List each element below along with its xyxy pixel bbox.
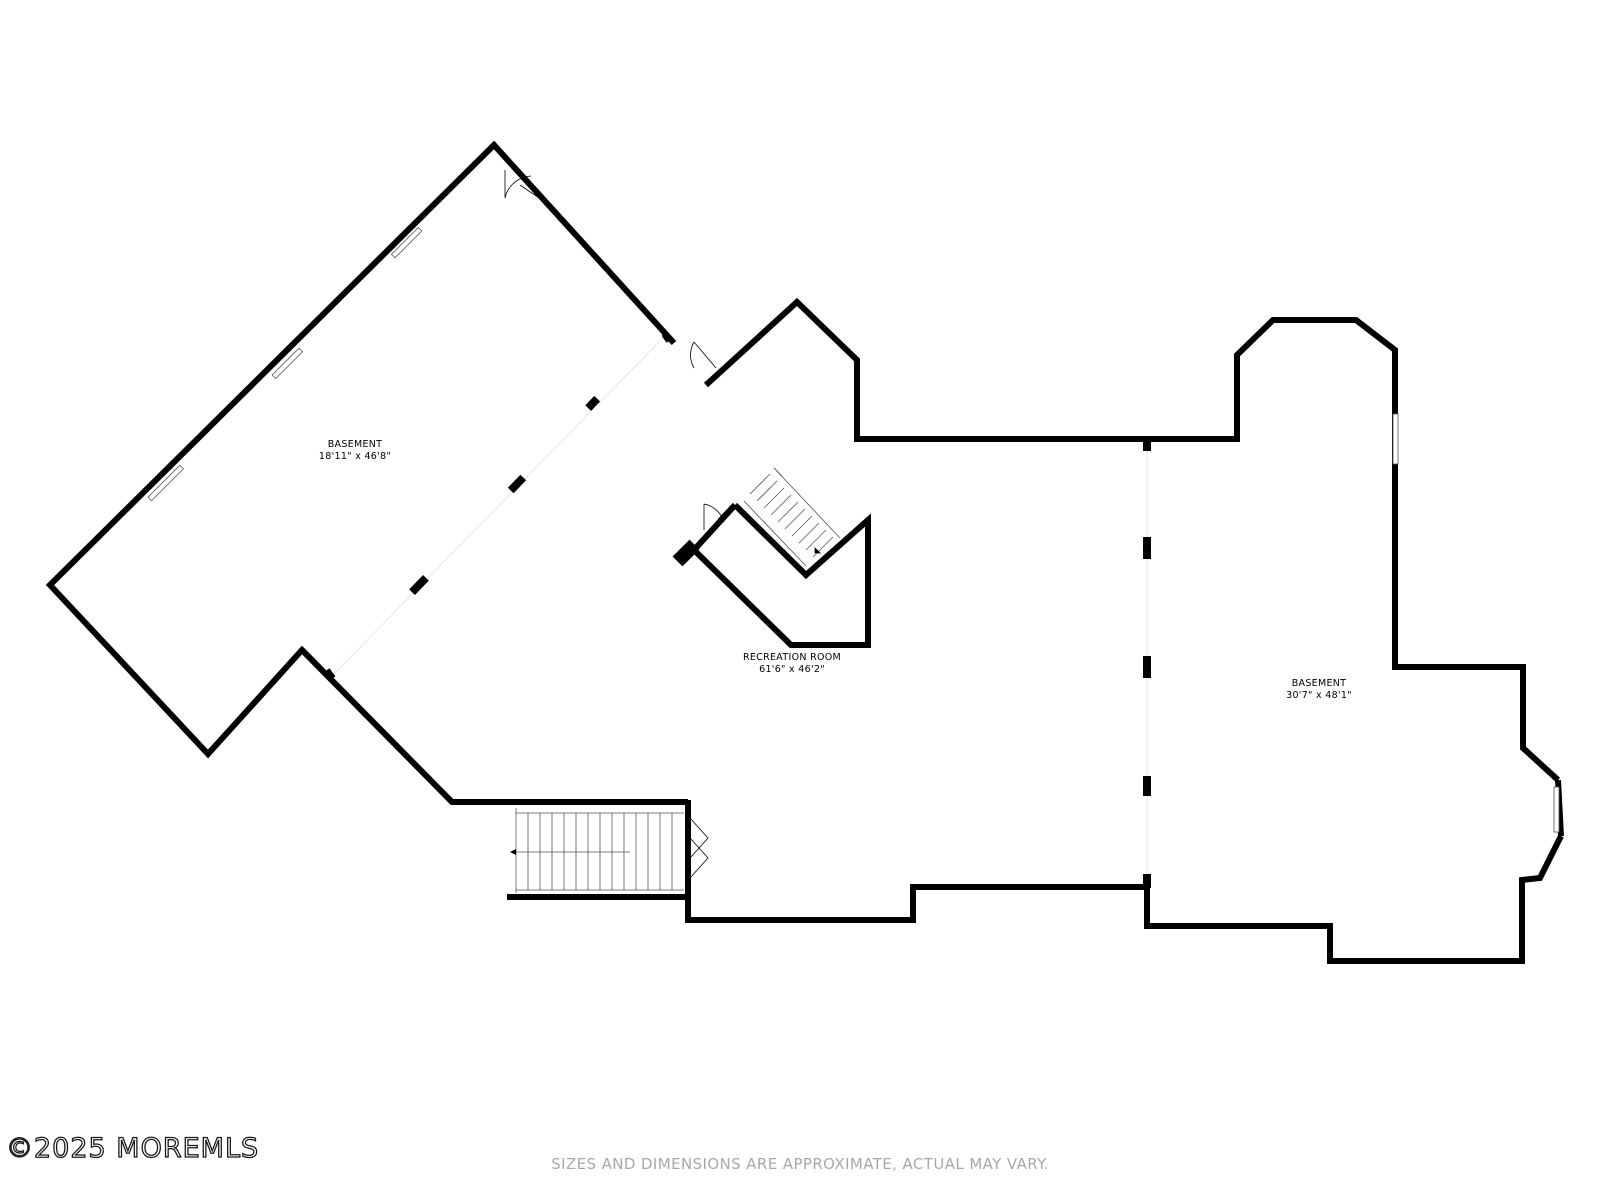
exterior-walls <box>45 140 1564 964</box>
stairs-lower <box>510 808 684 893</box>
interior-walls <box>324 332 1151 888</box>
room-label-recreation-room: RECREATION ROOM 61'6" x 46'2" <box>743 652 841 675</box>
room-name: BASEMENT <box>328 439 383 450</box>
disclaimer-text: SIZES AND DIMENSIONS ARE APPROXIMATE, AC… <box>551 1155 1049 1173</box>
doors <box>504 170 725 879</box>
room-dimensions: 30'7" x 48'1" <box>1286 690 1352 701</box>
copyright-watermark: ©2025 MOREMLS <box>5 1132 260 1164</box>
room-dimensions: 61'6" x 46'2" <box>759 664 825 675</box>
windows <box>147 226 1560 833</box>
stairs-central <box>743 467 841 567</box>
room-dimensions: 18'11" x 46'8" <box>319 451 391 462</box>
room-name: RECREATION ROOM <box>743 652 841 663</box>
room-label-basement-right: BASEMENT 30'7" x 48'1" <box>1286 678 1352 701</box>
room-name: BASEMENT <box>1292 678 1347 689</box>
room-label-basement-left: BASEMENT 18'11" x 46'8" <box>319 439 391 462</box>
